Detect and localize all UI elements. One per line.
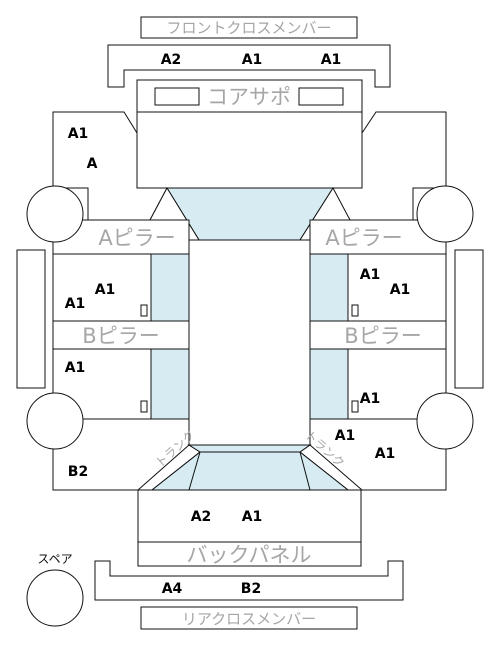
grade-left-rear-door: A1 <box>65 360 86 376</box>
rear-cross-member-box <box>140 606 358 630</box>
grade-right-front-door-inner: A1 <box>360 267 381 283</box>
grade-left-front-upper: A1 <box>68 126 89 142</box>
grade-rear-cross-left: A4 <box>162 581 183 597</box>
back-panel-label: バックパネル <box>187 543 312 567</box>
front-cross-member[interactable] <box>107 44 391 88</box>
rear-cross-member-label: リアクロスメンバー <box>182 610 316 628</box>
left-headlight <box>154 87 200 106</box>
left-b-pillar-label: Bピラー <box>82 324 159 348</box>
left-front-door-handle <box>140 304 148 317</box>
grade-left-front-door-outer: A1 <box>65 296 86 312</box>
left-front-window <box>150 253 190 322</box>
left-b-pillar[interactable] <box>52 320 190 350</box>
roof[interactable] <box>188 239 311 453</box>
rear-window <box>188 451 311 491</box>
right-front-wheel <box>416 185 474 243</box>
right-a-pillar-label: Aピラー <box>325 226 402 250</box>
grade-front-cross-center: A1 <box>242 52 263 68</box>
left-a-pillar-label: Aピラー <box>98 226 175 250</box>
back-panel[interactable] <box>137 541 362 567</box>
grade-front-cross-right: A1 <box>321 52 342 68</box>
front-cross-member-box <box>140 16 358 39</box>
left-rear-wheel <box>26 392 84 450</box>
right-b-pillar[interactable] <box>309 320 447 350</box>
spare-tire[interactable] <box>26 569 84 627</box>
rear-cross-member[interactable] <box>94 560 404 601</box>
right-front-door-handle <box>351 304 359 317</box>
grade-left-front-door-inner: A1 <box>95 282 116 298</box>
spare-label: スペア <box>37 552 72 566</box>
front-cross-member-label: フロントクロスメンバー <box>166 19 331 37</box>
core-support-label: コアサポ <box>207 85 291 109</box>
right-headlight <box>298 87 344 106</box>
grade-right-rear-door: A1 <box>360 391 381 407</box>
grade-trunk-right: A1 <box>242 509 263 525</box>
right-rear-door-handle <box>351 400 359 413</box>
right-front-door[interactable] <box>347 253 447 322</box>
grade-rear-cross-right: B2 <box>241 581 261 597</box>
left-front-wheel <box>26 185 84 243</box>
grade-right-rear-upper: A1 <box>335 428 356 444</box>
right-front-window <box>309 253 349 322</box>
right-rear-window <box>309 348 349 420</box>
left-side-sill[interactable] <box>16 249 46 389</box>
right-b-pillar-label: Bピラー <box>344 324 421 348</box>
grade-left-rear-quarter: B2 <box>68 464 88 480</box>
trunk-lid[interactable] <box>137 489 362 543</box>
left-rear-window <box>150 348 190 420</box>
grade-left-front-lower: A <box>87 156 98 172</box>
grade-right-front-door-outer: A1 <box>390 282 411 298</box>
left-rear-door-handle <box>140 400 148 413</box>
right-rear-wheel <box>416 392 474 450</box>
right-side-sill[interactable] <box>454 249 484 389</box>
grade-trunk-left: A2 <box>191 509 212 525</box>
grade-right-rear-lower: A1 <box>375 446 396 462</box>
grade-front-cross-left: A2 <box>161 52 182 68</box>
left-front-door[interactable] <box>52 253 152 322</box>
